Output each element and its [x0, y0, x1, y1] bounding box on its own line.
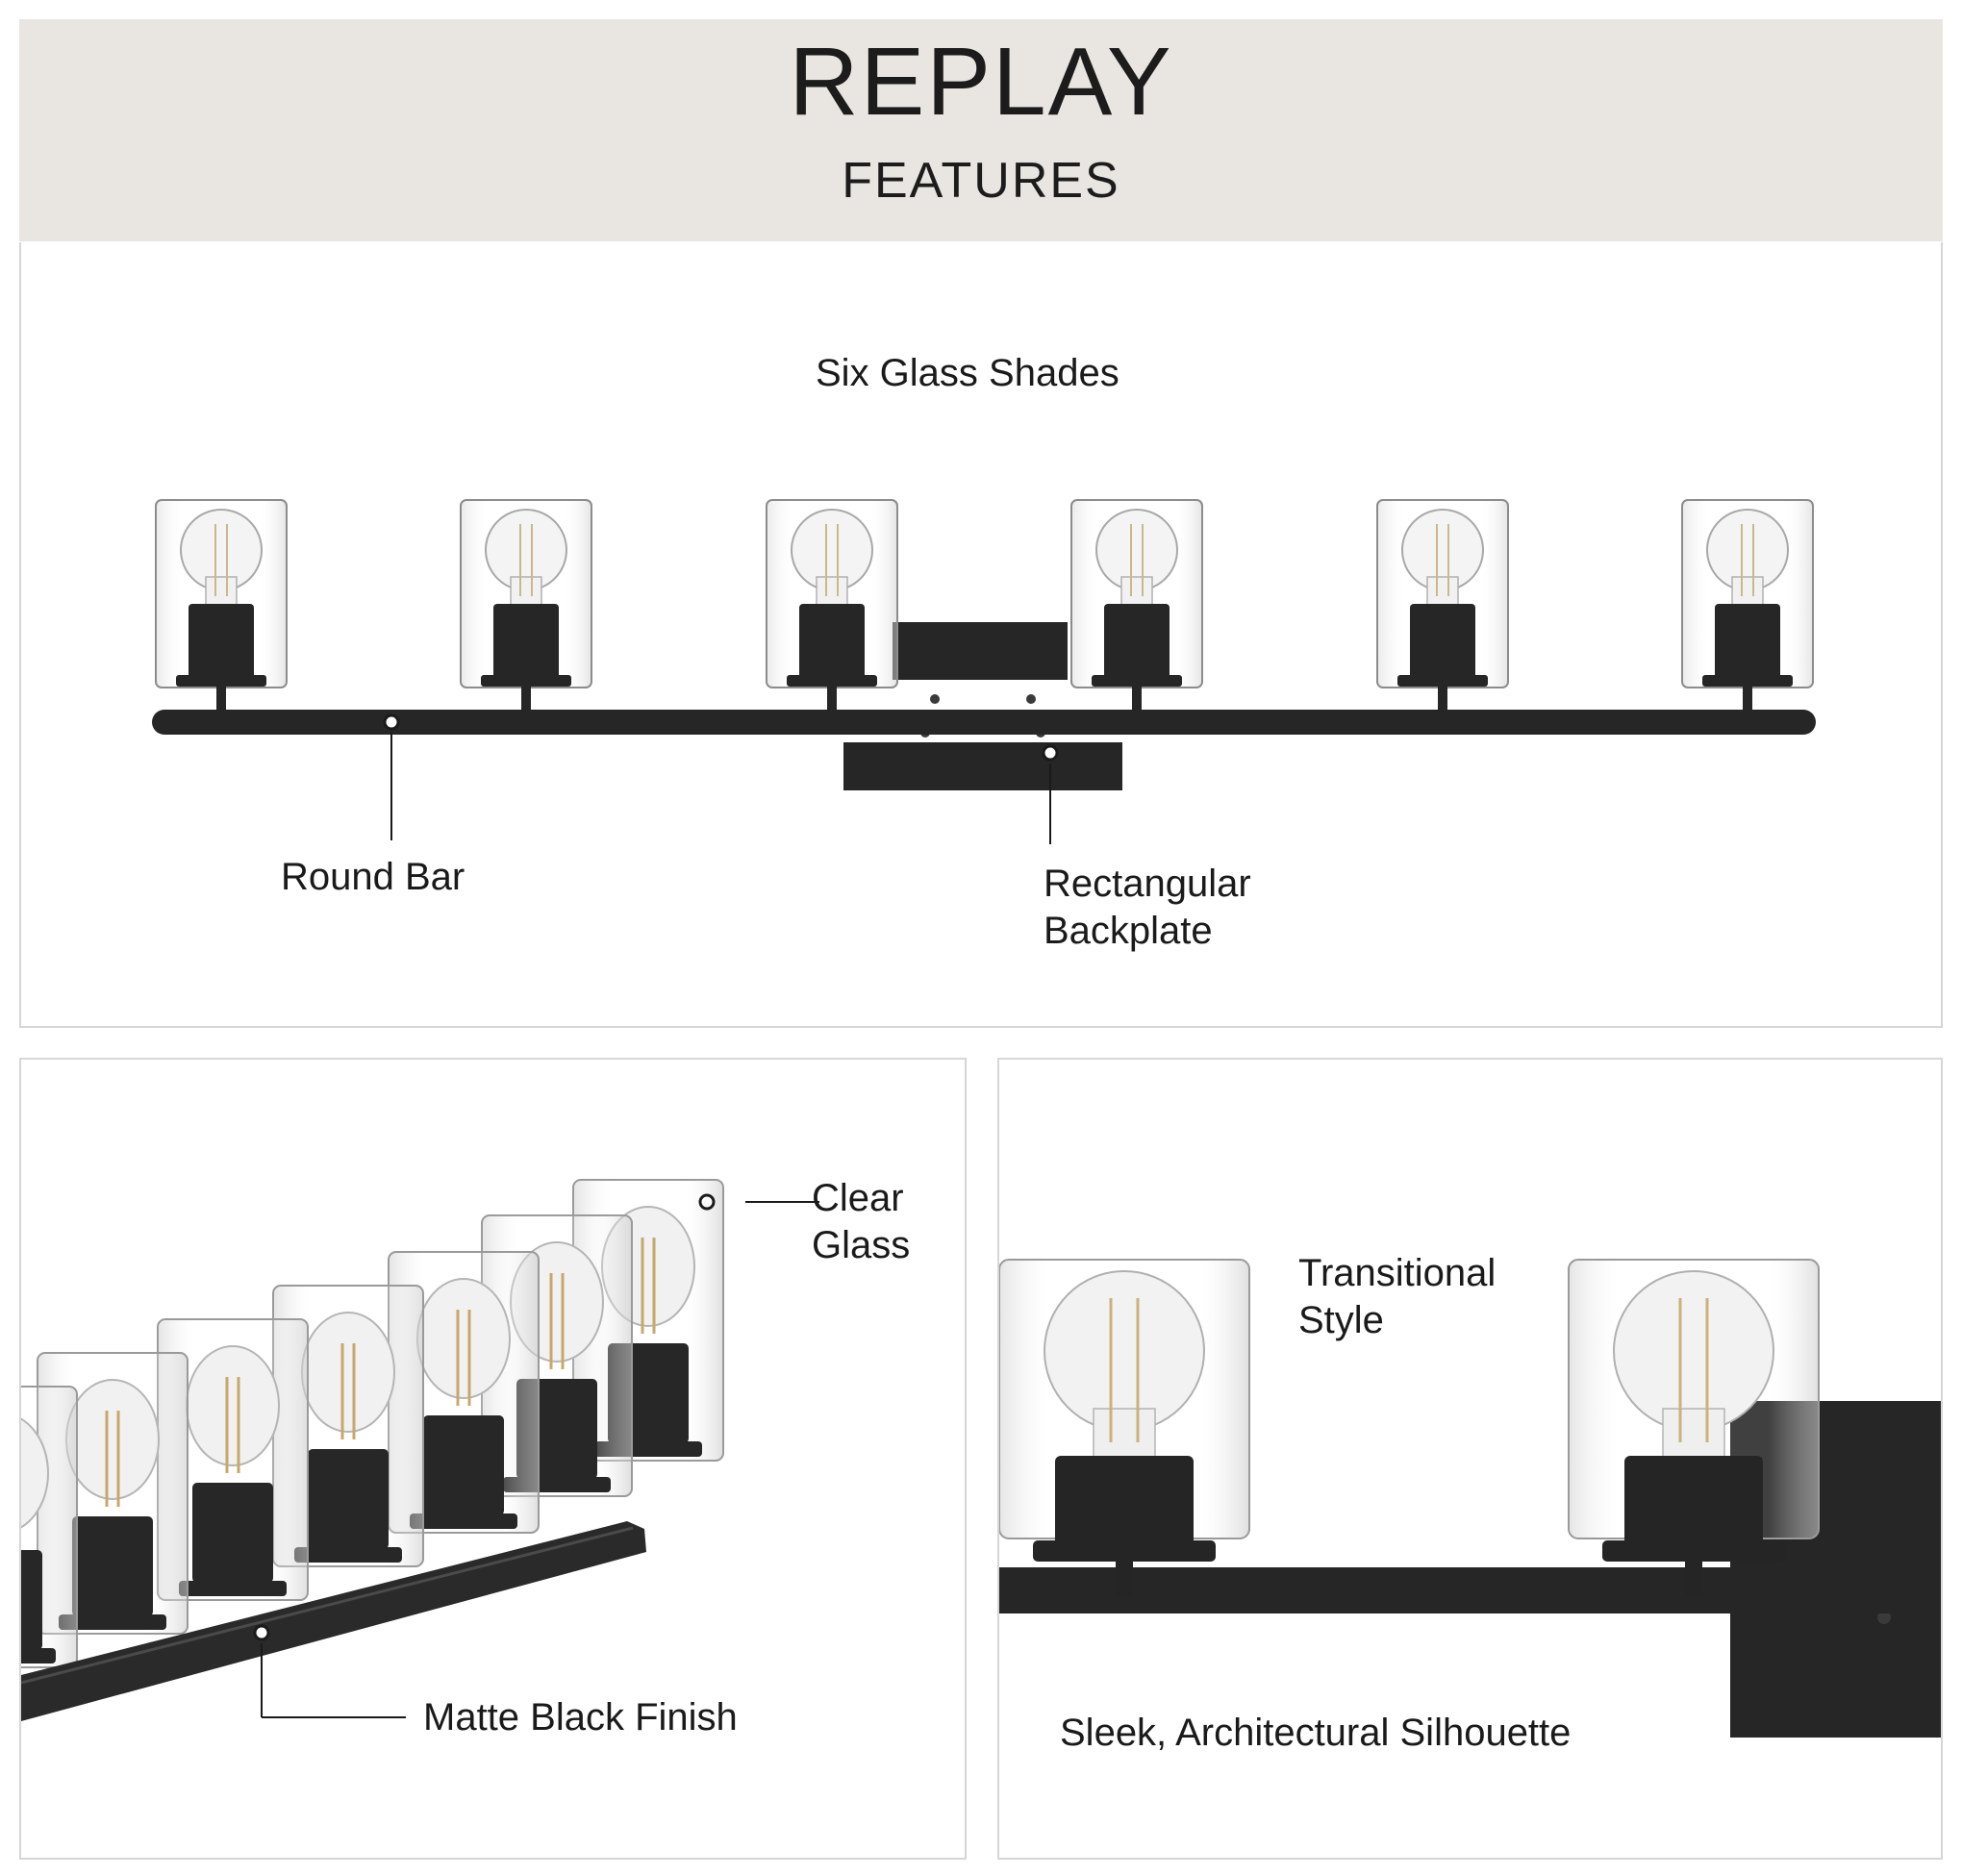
- backplate-label-line2: Backplate: [1044, 910, 1213, 952]
- glass-label-line2: Glass: [812, 1224, 911, 1266]
- bar-callout-dot: [383, 713, 400, 731]
- style-label-line1: Transitional: [1298, 1252, 1497, 1294]
- backplate-label: Rectangular Backplate: [1044, 861, 1251, 955]
- backplate-label-line1: Rectangular: [1044, 863, 1251, 905]
- bar-label: Round Bar: [281, 856, 465, 898]
- angled-closeup-illustration: [21, 1178, 819, 1721]
- glass-callout-dot: [698, 1193, 716, 1211]
- brand-title: REPLAY: [789, 28, 1173, 136]
- finish-callout-dot: [253, 1624, 270, 1641]
- style-detail-panel: Transitional Style Sleek, Architectural …: [997, 1058, 1943, 1860]
- shades-label: Six Glass Shades: [816, 352, 1119, 394]
- backplate-callout-dot: [1042, 744, 1059, 762]
- style-label-line2: Style: [1298, 1299, 1384, 1341]
- finish-label: Matte Black Finish: [423, 1696, 738, 1738]
- style-label: Transitional Style: [1298, 1250, 1496, 1344]
- fixture-illustration: [152, 499, 1816, 844]
- features-subtitle: FEATURES: [842, 153, 1120, 209]
- full-fixture-panel: Six Glass Shades Round Bar Rectangular B…: [19, 242, 1943, 1028]
- finish-detail-panel: Clear Glass Matte Black Finish: [19, 1058, 967, 1860]
- header-banner: REPLAY FEATURES: [19, 19, 1943, 241]
- front-closeup-illustration: [999, 1258, 1941, 1738]
- glass-label: Clear Glass: [812, 1175, 910, 1269]
- silhouette-label: Sleek, Architectural Silhouette: [1060, 1712, 1572, 1754]
- glass-label-line1: Clear: [812, 1177, 904, 1219]
